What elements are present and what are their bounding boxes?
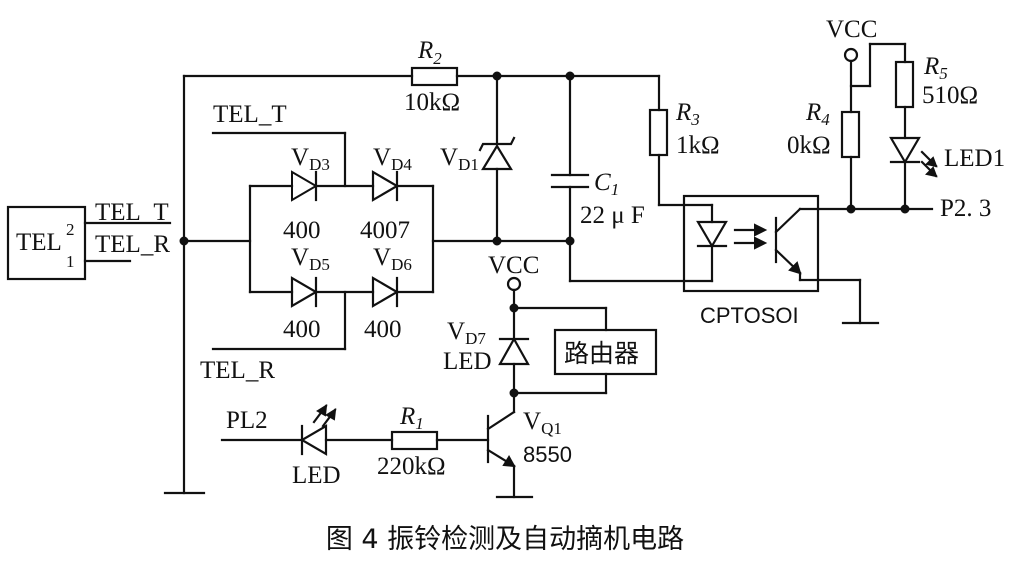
vd5-label: VD5 [291, 244, 330, 274]
led-left-label: LED [292, 462, 341, 489]
svg-text:R2: R2 [417, 37, 442, 68]
vd4-label: VD4 [373, 144, 412, 174]
tel-connector: TEL 2 1 TEL_T TEL_R [6, 199, 172, 281]
vd3-label: VD3 [291, 144, 330, 174]
zener-vd1: VD1 [440, 74, 516, 243]
tel-pin1: 1 [66, 252, 75, 271]
led1-label: LED1 [944, 145, 1005, 172]
ground-rail [163, 74, 414, 495]
vd7-label: VD7 [447, 318, 486, 348]
vd3-value: 400 [283, 217, 321, 244]
transistor-vq1: VQ1 8550 [486, 408, 572, 499]
r1-value: 220kΩ [377, 453, 446, 480]
vcc-bottom-label: VCC [488, 252, 539, 279]
c1-value: 22 μ F [580, 202, 645, 229]
tel-line-t-label: TEL_T [95, 199, 169, 226]
optocoupler-label: CPTOSOI [700, 303, 799, 328]
svg-text:C1: C1 [594, 169, 619, 199]
vq1-label: VQ1 [523, 408, 562, 438]
svg-text:R3: R3 [675, 99, 700, 129]
r3-value: 1kΩ [676, 132, 720, 159]
junction-dots [179, 71, 910, 398]
r2-value: 10kΩ [404, 89, 460, 116]
tel-pin2: 2 [66, 220, 75, 239]
svg-text:R1: R1 [399, 403, 424, 433]
vd6-value: 400 [364, 316, 402, 343]
vcc-top-label: VCC [826, 16, 877, 43]
vd1-label: VD1 [440, 144, 479, 174]
vd7-type: LED [443, 348, 492, 375]
pl2-label: PL2 [226, 407, 268, 434]
diode-bridge: TEL_T TEL_R VD3 VD4 400 4007 VD5 VD6 400… [200, 101, 572, 384]
hook-stage: VCC 路由器 VD7 LED [443, 252, 658, 414]
vd5-value: 400 [283, 316, 321, 343]
resistor-r3: R3 1kΩ [648, 74, 720, 207]
indicator-led: PL2 LED R1 220kΩ [220, 403, 490, 489]
optocoupler: CPTOSOI [568, 194, 880, 328]
resistor-r2: R2 10kΩ [404, 37, 661, 116]
p23-label: P2. 3 [940, 195, 991, 222]
capacitor-c1: C1 22 μ F [550, 74, 645, 283]
svg-text:R5: R5 [923, 53, 948, 83]
bridge-tel-r-label: TEL_R [200, 357, 275, 384]
svg-text:R4: R4 [805, 99, 830, 129]
tel-label: TEL [16, 229, 62, 256]
router-label: 路由器 [564, 340, 639, 368]
r4-value: 0kΩ [787, 132, 831, 159]
vd6-label: VD6 [373, 244, 412, 274]
bridge-tel-t-label: TEL_T [213, 101, 287, 128]
figure-caption: 图 4 振铃检测及自动摘机电路 [326, 524, 684, 555]
output-stage: VCC R4 0kΩ R5 510Ω LED1 P2. 3 [787, 16, 1005, 222]
r5-value: 510Ω [922, 82, 978, 109]
tel-line-r-label: TEL_R [95, 231, 170, 258]
vq1-part: 8550 [523, 442, 572, 467]
vd4-value: 4007 [360, 217, 410, 244]
